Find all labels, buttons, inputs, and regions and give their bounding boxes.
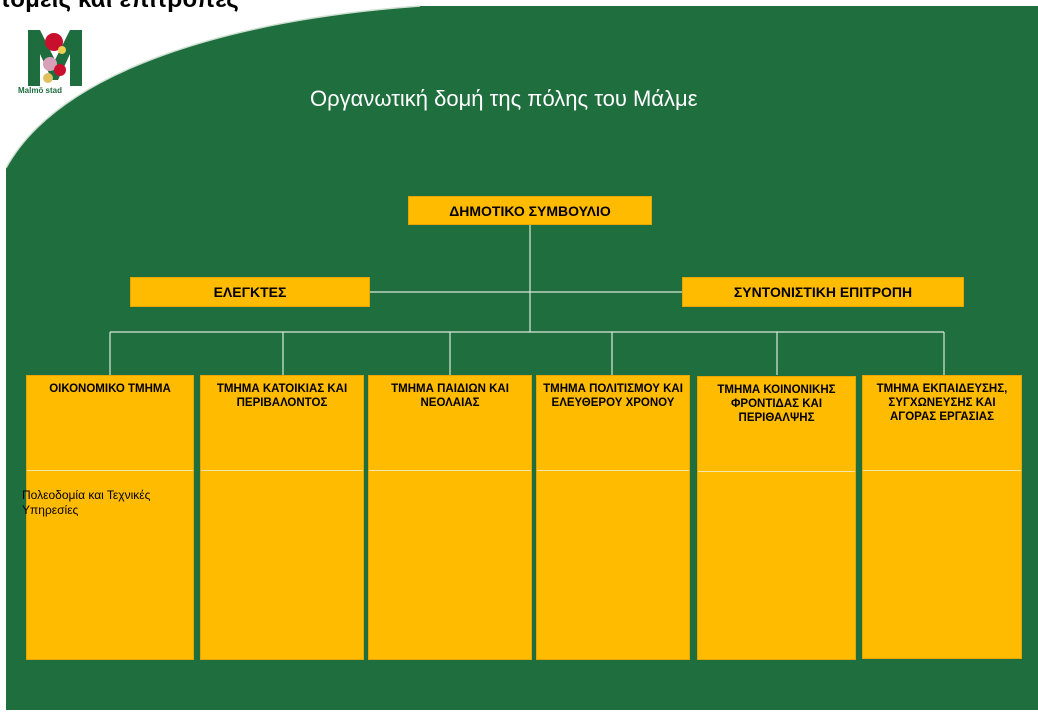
department-label: ΤΜΗΜΑ ΕΚΠΑΙΔΕΥΣΗΣ, ΣΥΓΧΩΝΕΥΣΗΣ ΚΑΙ ΑΓΟΡΑ…: [876, 383, 1008, 423]
department-label: ΤΜΗΜΑ ΚΟΙΝΟΝΙΚΗΣ ΦΡΟΝΤΙΔΑΣ ΚΑΙ ΠΕΡΙΘΑΛΨΗ…: [717, 384, 836, 424]
department-label: ΤΜΗΜΑ ΠΟΛΙΤΙΣΜΟΥ ΚΑΙ ΕΛΕΥΘΕΡΟΥ ΧΡΟΝΟΥ: [543, 383, 683, 409]
department-box: ΤΜΗΜΑ ΚΟΙΝΟΝΙΚΗΣ ΦΡΟΝΤΙΔΑΣ ΚΑΙ ΠΕΡΙΘΑΛΨΗ…: [697, 376, 856, 660]
department-box: ΤΜΗΜΑ ΠΟΛΙΤΙΣΜΟΥ ΚΑΙ ΕΛΕΥΘΕΡΟΥ ΧΡΟΝΟΥ: [536, 375, 690, 660]
department-label: ΟΙΚΟΝΟΜΙΚΟ ΤΜΗΜΑ: [49, 383, 171, 395]
coordinating-committee-label: ΣΥΝΤΟΝΙΣΤΙΚΗ ΕΠΙΤΡΟΠΗ: [733, 284, 913, 300]
department-box: ΤΜΗΜΑ ΕΚΠΑΙΔΕΥΣΗΣ, ΣΥΓΧΩΝΕΥΣΗΣ ΚΑΙ ΑΓΟΡΑ…: [862, 375, 1022, 659]
department-divider: [27, 470, 193, 471]
department-label: ΤΜΗΜΑ ΚΑΤΟΙΚΙΑΣ ΚΑΙ ΠΕΡΙΒΑΛΟΝΤΟΣ: [216, 383, 348, 409]
department-box: ΤΜΗΜΑ ΚΑΤΟΙΚΙΑΣ ΚΑΙ ΠΕΡΙΒΑΛΟΝΤΟΣ: [200, 375, 364, 660]
department-divider: [201, 470, 363, 471]
council-box: ΔΗΜΟΤΙΚΟ ΣΥΜΒΟΥΛΙΟ: [408, 196, 652, 225]
department-divider: [863, 470, 1021, 471]
connector-lines: [109, 224, 945, 375]
department-label: ΤΜΗΜΑ ΠΑΙΔΙΩΝ ΚΑΙ ΝΕΟΛΑΙΑΣ: [391, 383, 509, 409]
top-heading: τομείς και επιτροπές: [0, 0, 239, 14]
logo-caption: Malmö stad: [18, 86, 63, 95]
department-subunit-note: Πολεοδομία και Τεχνικές Υπηρεσίες: [22, 488, 151, 517]
auditors-box: ΕΛΕΓΚΤΕΣ: [130, 277, 370, 307]
department-box: ΟΙΚΟΝΟΜΙΚΟ ΤΜΗΜΑ: [26, 375, 194, 660]
auditors-label: ΕΛΕΓΚΤΕΣ: [213, 284, 287, 300]
coordinating-committee-box: ΣΥΝΤΟΝΙΣΤΙΚΗ ΕΠΙΤΡΟΠΗ: [682, 277, 964, 307]
council-label: ΔΗΜΟΤΙΚΟ ΣΥΜΒΟΥΛΙΟ: [449, 202, 611, 219]
panel-curve: [5, 5, 421, 169]
department-divider: [698, 471, 855, 472]
department-divider: [537, 470, 689, 471]
chart-subtitle: Οργανωτική δομή της πόλης του Μάλμε: [310, 86, 698, 111]
department-divider: [369, 470, 531, 471]
department-box: ΤΜΗΜΑ ΠΑΙΔΙΩΝ ΚΑΙ ΝΕΟΛΑΙΑΣ: [368, 375, 532, 660]
malmo-logo: [28, 30, 82, 86]
